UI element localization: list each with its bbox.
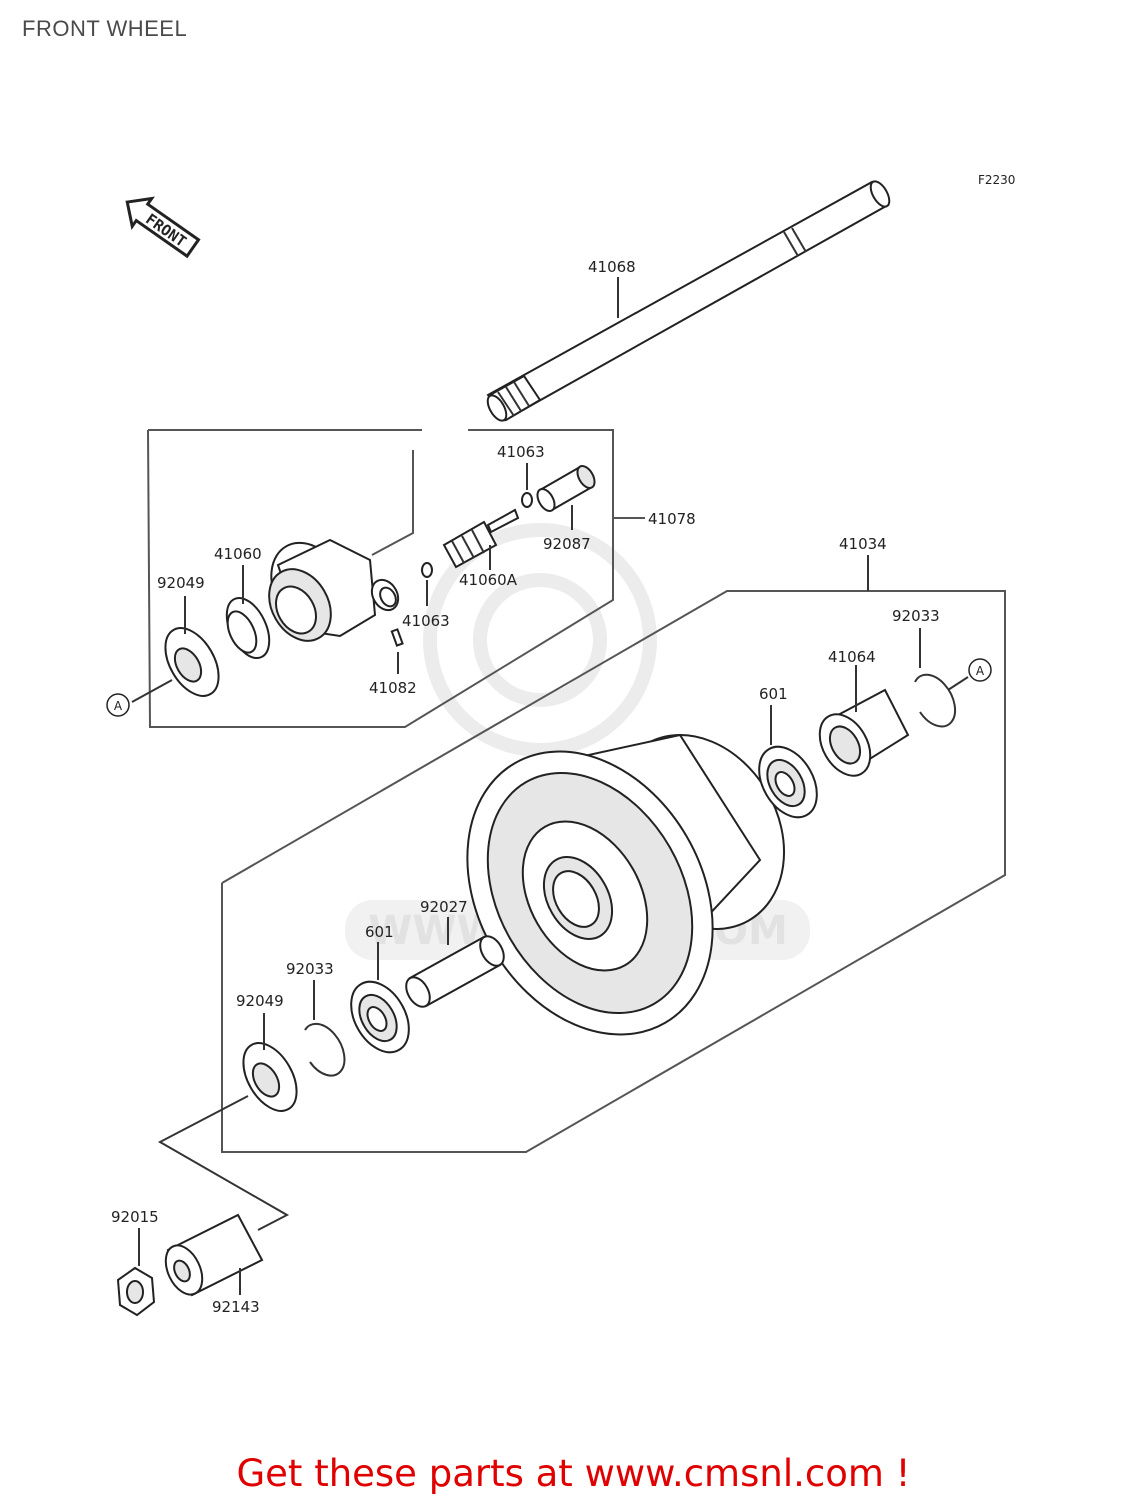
reference-marker-right-text: A <box>976 664 985 678</box>
circlip-92033-left <box>304 1022 346 1077</box>
label-92015: 92015 <box>111 1208 159 1226</box>
reference-marker-right <box>968 658 992 682</box>
wheel-hub <box>466 733 786 1036</box>
label-601-left: 601 <box>365 923 394 941</box>
circlip-92033-right <box>914 673 957 728</box>
label-41064: 41064 <box>828 648 876 666</box>
gear-housing <box>268 538 400 642</box>
label-41063-mid: 41063 <box>402 612 450 630</box>
label-41068: 41068 <box>588 258 636 276</box>
bushing-92087 <box>536 465 596 512</box>
page-title: FRONT WHEEL <box>22 16 188 41</box>
gear-41060 <box>225 597 271 659</box>
label-41060A: 41060A <box>459 571 518 589</box>
figure-code: F2230 <box>978 173 1015 187</box>
label-92033-left: 92033 <box>286 960 334 978</box>
washer-41063-mid <box>421 562 433 578</box>
collar-92143 <box>164 1213 264 1297</box>
collar-41064 <box>818 688 910 777</box>
parts-diagram: WWW.CMSNL.COM FRONT F2230 41068 41078 <box>106 173 1015 1317</box>
pin-41082 <box>390 628 404 647</box>
front-arrow-icon: FRONT <box>125 196 201 259</box>
label-41060: 41060 <box>214 545 262 563</box>
label-41063-top: 41063 <box>497 443 545 461</box>
spacer-92027 <box>405 935 505 1008</box>
reference-marker-left <box>106 693 130 717</box>
label-41078: 41078 <box>648 510 696 528</box>
reference-marker-left-text: A <box>114 699 123 713</box>
label-92049-top: 92049 <box>157 574 205 592</box>
label-92027: 92027 <box>420 898 468 916</box>
pinion-41060A <box>442 508 520 569</box>
bearing-601-right <box>758 745 818 819</box>
bearing-601-left <box>350 980 410 1054</box>
seal-92049-bottom <box>242 1042 298 1112</box>
label-92143: 92143 <box>212 1298 260 1316</box>
footer-link[interactable]: Get these parts at www.cmsnl.com ! <box>236 1452 911 1495</box>
seal-92049-top <box>164 627 220 697</box>
label-92033-right: 92033 <box>892 607 940 625</box>
axle-41068 <box>486 180 891 422</box>
label-601-right: 601 <box>759 685 788 703</box>
label-41082: 41082 <box>369 679 417 697</box>
label-92049-bottom: 92049 <box>236 992 284 1010</box>
label-41034: 41034 <box>839 535 887 553</box>
label-92087: 92087 <box>543 535 591 553</box>
nut-92015 <box>116 1266 156 1317</box>
washer-41063-top <box>521 492 533 508</box>
